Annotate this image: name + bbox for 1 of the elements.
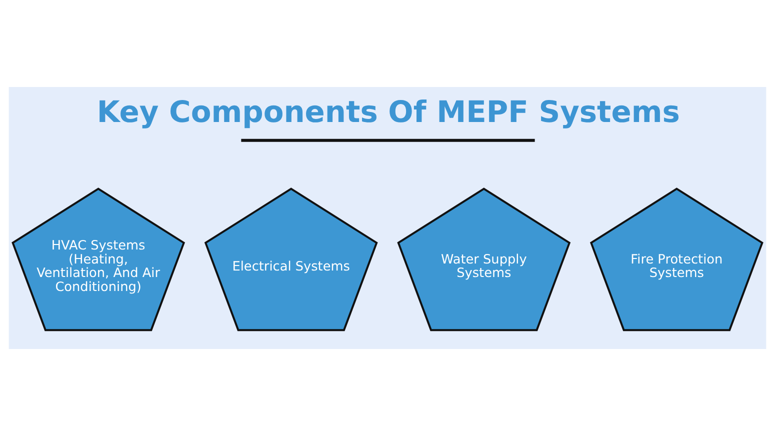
diagram-title: Key Components Of MEPF Systems: [96, 94, 680, 130]
